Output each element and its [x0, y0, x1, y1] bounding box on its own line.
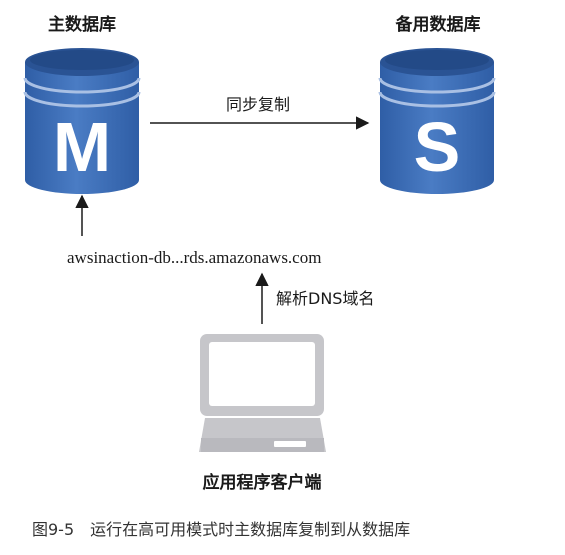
dns-resolution-label: 解析DNS域名	[276, 289, 374, 308]
standby-database-icon: S	[378, 48, 496, 194]
endpoint-hostname: awsinaction-db...rds.amazonaws.com	[67, 248, 321, 267]
primary-database-icon: M	[23, 48, 141, 194]
client-label: 应用程序客户端	[203, 472, 322, 493]
figure-caption: 图9-5 运行在高可用模式时主数据库复制到从数据库	[32, 520, 410, 539]
replication-label: 同步复制	[226, 95, 290, 114]
standby-db-title: 备用数据库	[395, 14, 481, 35]
primary-db-letter: M	[53, 108, 111, 186]
standby-db-letter: S	[414, 108, 461, 186]
primary-db-title: 主数据库	[48, 14, 116, 35]
computer-icon	[199, 334, 326, 452]
